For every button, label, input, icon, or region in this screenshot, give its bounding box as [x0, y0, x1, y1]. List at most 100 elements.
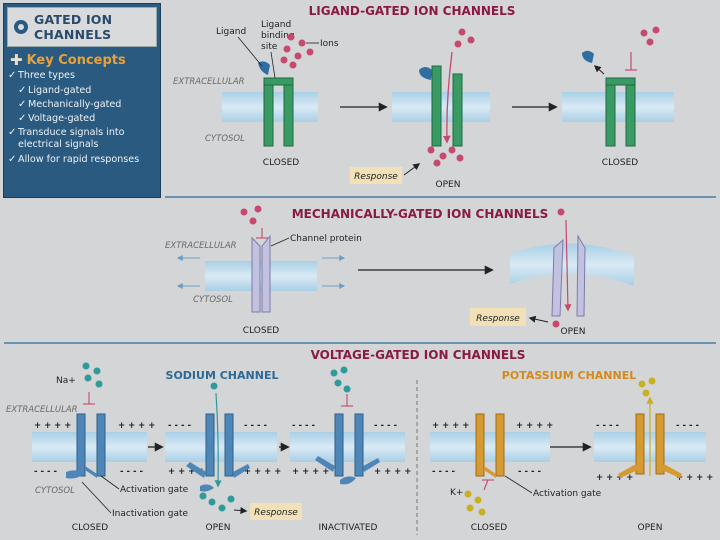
membrane: [165, 432, 277, 462]
charge-plus: + + + +: [168, 467, 205, 477]
activation-gate-label: Activation gate: [533, 489, 602, 499]
list-item: ✓Three types: [4, 70, 160, 82]
check-icon: ✓: [18, 99, 27, 110]
potassium-closed-label: CLOSED: [471, 523, 507, 533]
ligand-icon: [419, 67, 432, 80]
list-item-text: Voltage-gated: [28, 113, 96, 124]
list-item: ✓Allow for rapid responses: [4, 154, 160, 166]
ligand-section-title: LIGAND-GATED ION CHANNELS: [309, 4, 516, 18]
potassium-open-label: OPEN: [638, 523, 663, 533]
charge-minus: - - - -: [168, 421, 191, 431]
sodium-ion-label: Na+: [56, 376, 76, 386]
charge-minus: - - - -: [34, 467, 57, 477]
cytosol-label: CYTOSOL: [35, 486, 75, 496]
blocked-arrow: [483, 479, 489, 491]
charge-minus: - - - -: [432, 467, 455, 477]
charge-minus: - - - -: [374, 421, 397, 431]
ion-flow-arrow: [214, 392, 222, 488]
sodium-channel-title: SODIUM CHANNEL: [166, 369, 279, 382]
mechanical-section-title: MECHANICALLY-GATED ION CHANNELS: [292, 207, 549, 221]
response-arrow: [403, 163, 421, 176]
charge-plus: + + + +: [516, 421, 553, 431]
mechanical-channel-open: [551, 234, 586, 317]
mechanical-channel-closed: [251, 234, 271, 313]
ions-label: Ions: [320, 39, 339, 49]
activation-gate-leader: [504, 475, 533, 494]
response-arrow: [528, 315, 549, 323]
charge-minus: - - - -: [676, 421, 699, 431]
cytosol-label: CYTOSOL: [193, 295, 233, 305]
release-arrow: [593, 65, 605, 75]
sodium-channel-open: [186, 413, 250, 492]
list-item-text: Allow for rapid responses: [18, 154, 140, 165]
ligand-label: Ligand: [216, 27, 246, 37]
list-item: ✓Voltage-gated: [4, 113, 160, 125]
response-label: Response: [354, 172, 398, 182]
voltage-section-title: VOLTAGE-GATED ION CHANNELS: [311, 348, 526, 362]
potassium-channel-closed: [475, 413, 505, 478]
key-concepts-label: Key Concepts: [26, 53, 126, 68]
potassium-channel-title: POTASSIUM CHANNEL: [502, 369, 636, 382]
charge-plus: + + + +: [292, 467, 329, 477]
potassium-ion-label: K+: [450, 488, 463, 498]
list-item-text: Three types: [18, 70, 75, 81]
ligand-open-label: OPEN: [436, 180, 461, 190]
cytosol-label: CYTOSOL: [205, 134, 245, 144]
list-item: ✓Transduce signals into electrical signa…: [4, 127, 160, 151]
stretched-membrane: [510, 243, 634, 286]
response-arrow: [233, 507, 248, 515]
list-item: ✓Mechanically-gated: [4, 99, 160, 111]
ion-group-teal: [199, 382, 235, 512]
charge-plus: + + + +: [432, 421, 469, 431]
response-label: Response: [254, 508, 298, 518]
check-icon: ✓: [8, 127, 17, 138]
mechanical-open-label: OPEN: [561, 327, 586, 337]
bullet-icon: [14, 20, 28, 34]
charge-minus: - - - -: [244, 421, 267, 431]
charge-plus: + + + +: [374, 467, 411, 477]
ion-group-yellow: [638, 377, 656, 397]
charge-plus: + + + +: [34, 421, 71, 431]
binding-site-label-1: Ligand: [261, 20, 291, 30]
plus-icon: ✚: [10, 51, 23, 69]
ion-group-pink: [240, 205, 262, 225]
check-icon: ✓: [18, 113, 27, 124]
ion-group-yellow: [464, 490, 486, 516]
check-icon: ✓: [8, 70, 17, 81]
activation-gate-leader: [100, 475, 120, 490]
check-icon: ✓: [8, 154, 17, 165]
membrane: [205, 261, 317, 291]
potassium-channel-open: [618, 413, 682, 478]
extracellular-label: EXTRACELLULAR: [6, 405, 78, 415]
charge-plus: + + + +: [244, 467, 281, 477]
charge-minus: - - - -: [596, 421, 619, 431]
concepts-list: ✓Three types ✓Ligand-gated ✓Mechanically…: [4, 70, 160, 166]
ion-group-pink: [280, 33, 314, 69]
sodium-closed-label: CLOSED: [72, 523, 108, 533]
channel-protein-label: Channel protein: [290, 234, 362, 244]
charge-minus: - - - -: [518, 467, 541, 477]
ion-group-pink: [552, 208, 565, 328]
charge-plus: + + + +: [118, 421, 155, 431]
binding-site-leader-line: [270, 51, 276, 79]
ion-group-pink: [640, 26, 660, 46]
extracellular-label: EXTRACELLULAR: [173, 77, 245, 87]
ion-flow-arrow: [564, 219, 572, 312]
sodium-inactivated-label: INACTIVATED: [319, 523, 378, 533]
response-label: Response: [476, 314, 520, 324]
ion-group-teal: [330, 366, 351, 393]
ion-flow-arrow: [442, 51, 453, 144]
ligand-closed-label: CLOSED: [263, 158, 299, 168]
channel-protein-leader: [270, 237, 290, 247]
key-concepts-heading: ✚ Key Concepts: [10, 51, 160, 69]
membrane: [430, 432, 550, 462]
list-item-text: Ligand-gated: [28, 85, 92, 96]
ligand-icon: [582, 50, 594, 63]
inactivation-gate-leader: [81, 481, 112, 514]
membrane: [290, 432, 405, 462]
ligand-channel-closed: [263, 77, 294, 147]
membrane: [562, 92, 674, 122]
list-item-text: Transduce signals into electrical signal…: [18, 127, 125, 150]
